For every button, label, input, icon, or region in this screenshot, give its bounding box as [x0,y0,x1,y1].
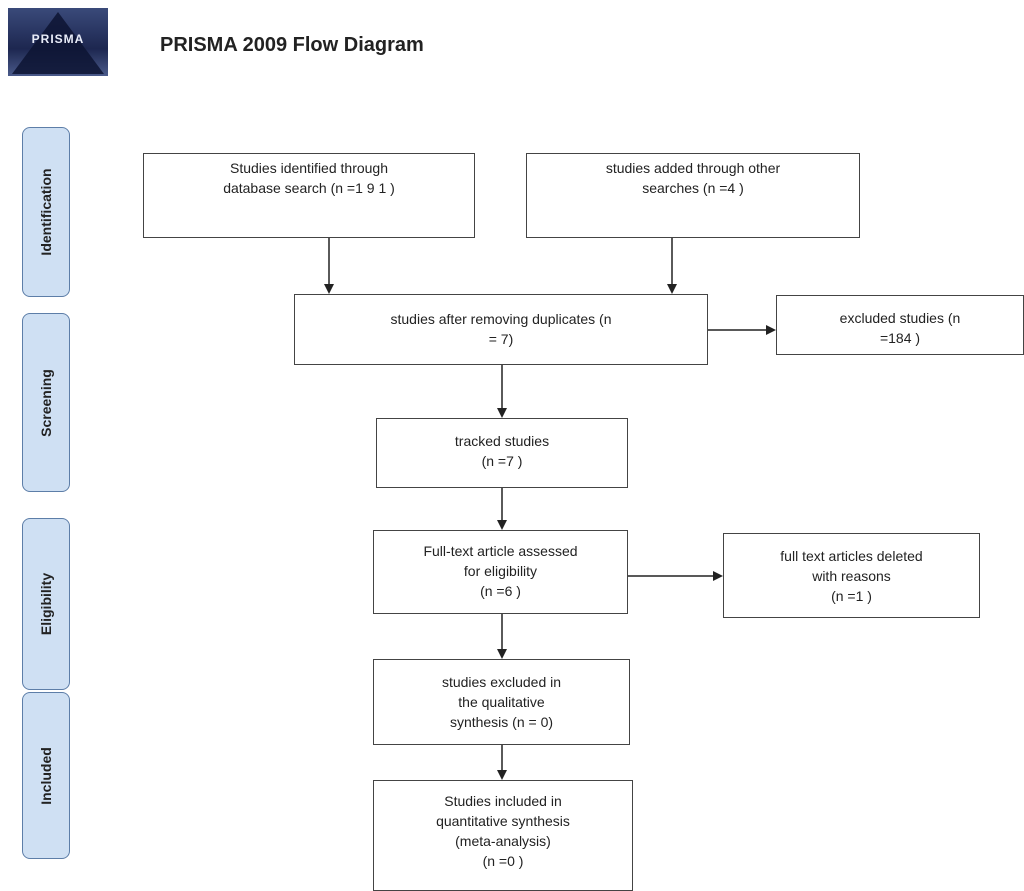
box-line: excluded studies (n [839,310,961,326]
box-line: studies excluded in [441,674,562,690]
box-line: full text articles deleted [780,548,923,564]
box-line: studies after removing duplicates (n [390,311,612,327]
logo-text: PRISMA [31,32,85,46]
stage-eligibility: Eligibility [22,518,70,690]
box-line: synthesis (n = 0) [449,714,554,730]
box-line: (n =6 ) [480,583,521,599]
stage-included: Included [22,692,70,859]
box-line: =184 ) [879,330,921,346]
box-tracked-studies: tracked studies (n =7 ) [376,418,628,488]
box-excluded-qualitative: studies excluded in the qualitative synt… [373,659,630,745]
box-line: for eligibility [463,563,538,579]
box-line: (n =0 ) [482,853,524,869]
box-line: with reasons [812,568,891,584]
box-line: studies added through other [605,160,781,176]
box-line: Full-text article assessed [423,543,578,559]
box-included-quantitative: Studies included in quantitative synthes… [373,780,633,891]
box-line: = 7) [488,331,514,347]
box-other-searches: studies added through other searches (n … [526,153,860,238]
box-line: Studies included in [444,793,562,809]
box-line: database search (n =1 9 1 ) [223,180,395,196]
box-line: tracked studies [454,433,550,449]
box-fulltext-assessed: Full-text article assessed for eligibili… [373,530,628,614]
box-line: (n =1 ) [831,588,872,604]
box-line: the qualitative [458,694,545,710]
logo-triangle-icon [12,12,104,74]
page-title: PRISMA 2009 Flow Diagram [160,34,424,56]
stage-identification: Identification [22,127,70,297]
box-database-search: Studies identified through database sear… [143,153,475,238]
box-line: searches (n =4 ) [642,180,744,196]
box-fulltext-deleted: full text articles deleted with reasons … [723,533,980,618]
box-after-duplicates: studies after removing duplicates (n = 7… [294,294,708,365]
prisma-logo: PRISMA [8,8,108,76]
box-line: (n =7 ) [481,453,523,469]
box-excluded-studies: excluded studies (n =184 ) [776,295,1024,355]
stage-screening: Screening [22,313,70,492]
box-line: Studies identified through [230,160,388,176]
box-line: (meta-analysis) [455,833,551,849]
box-line: quantitative synthesis [436,813,570,829]
